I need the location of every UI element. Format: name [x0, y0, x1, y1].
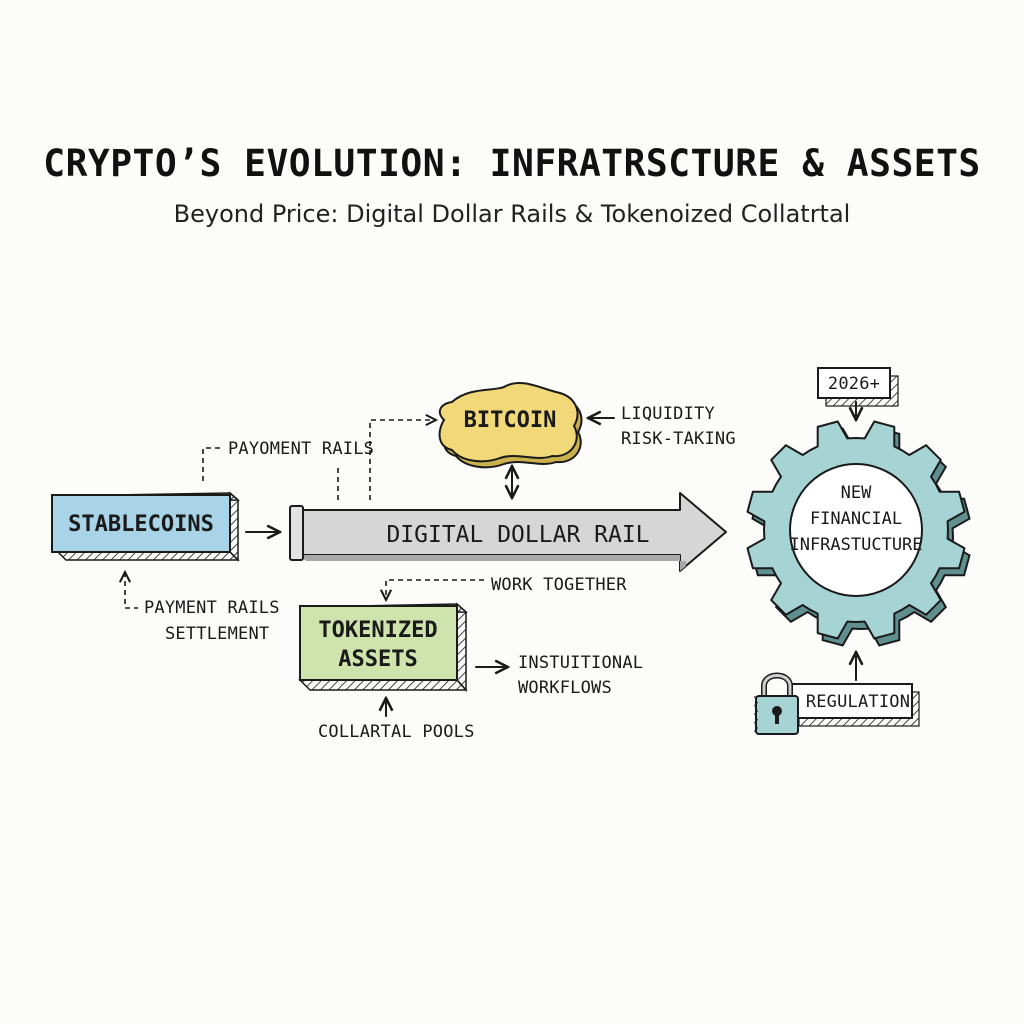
diagram-subtitle: Beyond Price: Digital Dollar Rails & Tok… [173, 200, 851, 228]
settlement-label: SETTLEMENT [165, 624, 269, 644]
stablecoins-box [51, 494, 231, 553]
liquidity-label: LIQUIDITY [621, 404, 715, 424]
payment-rails-bottom-label: PAYMENT RAILS [144, 598, 280, 618]
bitcoin-node: BITCOIN [438, 382, 583, 469]
work-together-label: WORK TOGETHER [491, 575, 627, 595]
institutional-label: INSTUITIONAL [518, 653, 643, 673]
tokenized-assets-node: TOKENIZED ASSETS [298, 602, 468, 692]
payment-rails-top-label: PAYOMENT RAILS [228, 439, 374, 459]
diagram-title: CRYPTO’S EVOLUTION: INFRATRSCTURE & ASSE… [43, 142, 981, 185]
assets-label: ASSETS [338, 647, 417, 672]
year-tag-label: 2026+ [828, 374, 880, 394]
regulation-label: REGULATION [806, 692, 910, 712]
regulation-node: REGULATION [791, 683, 920, 727]
gear-label-line2: FINANCIAL [810, 509, 902, 529]
year-tag: 2026+ [817, 367, 899, 407]
risk-taking-label: RISK-TAKING [621, 429, 736, 449]
digital-dollar-rail-node: DIGITAL DOLLAR RAIL [289, 492, 727, 572]
stablecoins-label: STABLECOINS [68, 512, 214, 537]
tokenized-label: TOKENIZED [318, 618, 437, 643]
lock-icon [754, 672, 799, 735]
connector-dashed [202, 447, 220, 481]
gear-label-line1: NEW [841, 483, 872, 503]
connector-dashed [125, 572, 138, 609]
collateral-pools-label: COLLARTAL POOLS [318, 722, 475, 742]
stablecoins-node: STABLECOINS [51, 491, 240, 562]
bitcoin-label: BITCOIN [464, 408, 557, 433]
gear-icon [746, 420, 971, 647]
tokenized-assets-box [299, 605, 458, 681]
connector-dashed [369, 420, 436, 500]
workflows-label: WORKFLOWS [518, 678, 612, 698]
rail-label: DIGITAL DOLLAR RAIL [386, 522, 649, 548]
gear-label-line3: INFRASTUCTURE [789, 535, 922, 555]
connector-dashed [386, 579, 484, 600]
gear-center [789, 463, 923, 597]
